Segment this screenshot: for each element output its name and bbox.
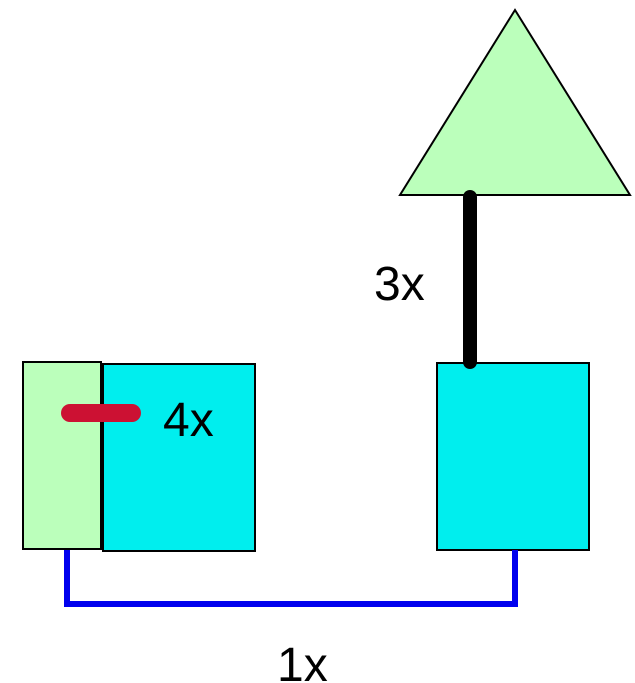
left-cyan-square: [102, 363, 256, 552]
blue-connector: [64, 550, 518, 607]
red-connector-label: 4x: [163, 394, 214, 447]
left-green-rectangle: [22, 361, 102, 550]
black-connector-label: 3x: [374, 258, 425, 311]
blue-connector-label: 1x: [277, 639, 328, 683]
green-triangle: [398, 8, 632, 196]
right-cyan-square: [436, 362, 590, 551]
